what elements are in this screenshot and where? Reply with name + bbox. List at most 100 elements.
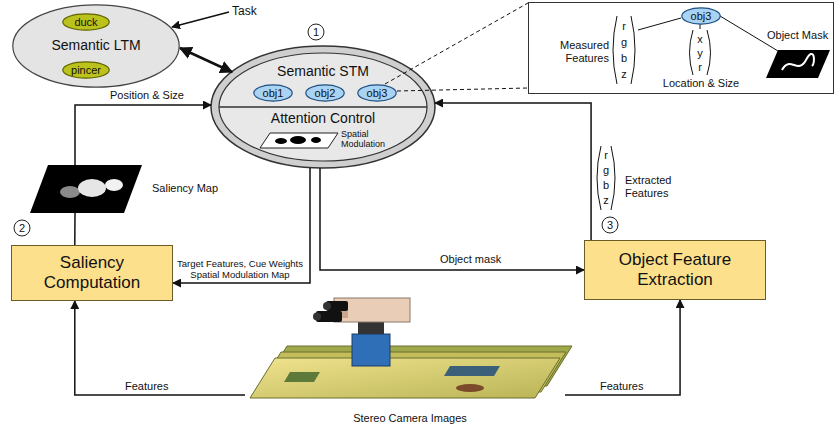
feature-vector: r g b z bbox=[601, 148, 611, 208]
flow-arrow bbox=[74, 213, 76, 245]
node-text: Spatial Modulation bbox=[341, 129, 389, 149]
text-holder: Semantic STM bbox=[211, 63, 435, 80]
text-holder: Features bbox=[125, 380, 185, 393]
concept-ellipse bbox=[63, 62, 109, 78]
node-text: Location & Size bbox=[651, 77, 751, 90]
node-text: Stereo Camera Images bbox=[340, 412, 480, 425]
object-mask-image bbox=[766, 50, 830, 78]
text-holder: Location & Size bbox=[651, 77, 751, 90]
text-holder: obj3 bbox=[681, 7, 721, 25]
process-box: Saliency Computation bbox=[11, 245, 173, 301]
text-holder: 2 bbox=[15, 221, 29, 235]
robot-base bbox=[352, 334, 390, 366]
node-text: obj3 bbox=[367, 87, 388, 100]
flow-arrow bbox=[565, 300, 680, 395]
edge-label: Object mask bbox=[440, 253, 520, 266]
spatial-blob bbox=[275, 138, 287, 144]
callout-circle bbox=[308, 24, 324, 40]
text-holder: pincer bbox=[62, 61, 110, 79]
object-ellipse: obj1 bbox=[253, 84, 293, 102]
memory-ellipse bbox=[13, 5, 179, 87]
object-ellipse: obj3 bbox=[681, 7, 721, 25]
text-holder: Task bbox=[232, 4, 272, 18]
object-ellipse bbox=[254, 85, 292, 101]
image-detail bbox=[456, 384, 484, 392]
camera-lens bbox=[313, 313, 321, 321]
text-holder: Semantic LTM bbox=[12, 37, 180, 54]
text-holder: 1 bbox=[309, 25, 323, 39]
saliency-map-image: Saliency Map bbox=[30, 165, 142, 213]
leader-line bbox=[397, 88, 528, 91]
feature-vector: r g b z bbox=[619, 18, 629, 82]
node-text: pincer bbox=[71, 64, 101, 77]
callout-number: 1 bbox=[309, 25, 323, 39]
edge-label: Target Features, Cue Weights Spatial Mod… bbox=[174, 258, 306, 280]
flow-arrow bbox=[180, 48, 232, 72]
text-holder: obj3 bbox=[357, 84, 397, 102]
edge-label: Features bbox=[600, 380, 660, 393]
concept-ellipse: duck bbox=[62, 13, 110, 31]
camera-image bbox=[250, 358, 560, 398]
image-detail bbox=[444, 366, 500, 376]
node-text: Saliency Map bbox=[152, 182, 232, 195]
saliency-blob bbox=[60, 186, 80, 198]
object-ellipse: obj3 bbox=[357, 84, 397, 102]
image-detail bbox=[284, 372, 320, 382]
callout-circle bbox=[14, 220, 30, 236]
attention-region: Attention ControlSpatial Modulation bbox=[211, 107, 435, 168]
node-text: Measured Features bbox=[549, 39, 609, 65]
saliency-map-image-outline bbox=[30, 165, 142, 213]
text-holder: x y r bbox=[695, 32, 705, 74]
saliency-map bbox=[30, 165, 142, 213]
vector-bracket bbox=[690, 30, 694, 75]
feature-vector: x y r bbox=[695, 32, 705, 74]
text-holder: Object mask bbox=[440, 253, 520, 266]
flow-arrow bbox=[75, 105, 211, 165]
edge-label: Position & Size bbox=[110, 89, 200, 102]
task-arrow bbox=[172, 12, 229, 27]
flow-arrow bbox=[320, 168, 584, 270]
node-text: Attention Control bbox=[211, 110, 435, 127]
text-holder: obj2 bbox=[305, 84, 345, 102]
callout-number: 3 bbox=[603, 218, 617, 232]
text-holder: Features bbox=[600, 380, 660, 393]
leader-line bbox=[385, 3, 528, 84]
inset-box: Measured FeaturesLocation & Size Object M… bbox=[528, 2, 834, 94]
text-holder: Measured Features bbox=[549, 39, 609, 65]
object-ellipse: obj2 bbox=[305, 84, 345, 102]
node-text: duck bbox=[74, 16, 97, 29]
vector-bracket bbox=[613, 16, 617, 84]
vector-bracket bbox=[611, 146, 615, 210]
node-text: Saliency Computation bbox=[20, 253, 164, 293]
robot-neck bbox=[358, 322, 384, 334]
saliency-blob bbox=[78, 179, 106, 197]
node-text: Semantic LTM bbox=[12, 37, 180, 54]
edge-label: Extracted Features bbox=[625, 174, 685, 200]
node-text: Object Feature Extraction bbox=[593, 250, 757, 290]
spatial-blob bbox=[311, 137, 321, 143]
vector-bracket bbox=[597, 146, 601, 210]
input-label: Task bbox=[232, 4, 272, 18]
node-text: obj3 bbox=[691, 10, 712, 23]
memory-region: Semantic STM obj1 obj2 obj3 bbox=[211, 46, 435, 107]
node-text: obj2 bbox=[315, 87, 336, 100]
memory-ellipse-outer bbox=[211, 46, 435, 168]
spatial-blob bbox=[290, 136, 306, 144]
text-holder: 3 bbox=[603, 218, 617, 232]
edge-label: Features bbox=[125, 380, 185, 393]
text-holder: duck bbox=[62, 13, 110, 31]
node-text: Semantic STM bbox=[211, 63, 435, 80]
text-holder: Attention Control bbox=[211, 110, 435, 127]
process-box: Object Feature Extraction bbox=[584, 240, 766, 300]
camera-lens bbox=[323, 302, 331, 310]
text-holder: Position & Size bbox=[110, 89, 200, 102]
node-text: Object Mask bbox=[767, 29, 833, 42]
camera-images: Stereo Camera Images bbox=[245, 352, 565, 410]
feature-link bbox=[638, 18, 681, 30]
text-holder: obj1 bbox=[253, 84, 293, 102]
spatial-modulation-map bbox=[260, 133, 338, 148]
text-holder: Stereo Camera Images bbox=[340, 412, 480, 425]
node-text: obj1 bbox=[263, 87, 284, 100]
